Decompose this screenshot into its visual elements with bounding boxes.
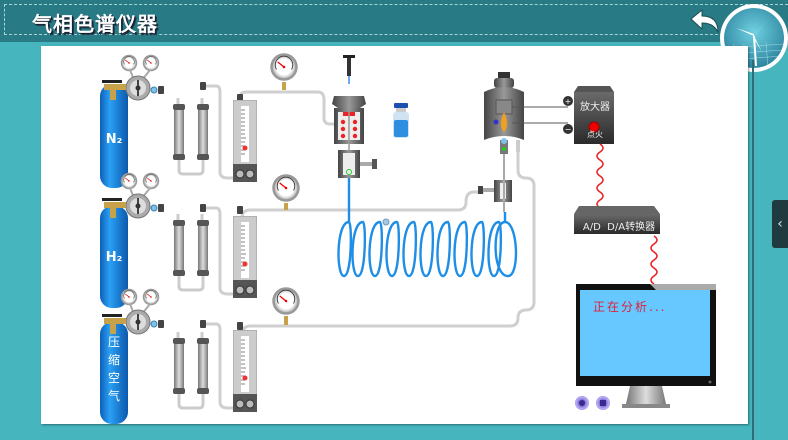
header-bar: 气相色谱仪器 (0, 0, 788, 42)
cylinder-air-label: 压缩空气 (107, 335, 120, 403)
lab-canvas: + − N₂ H₂ (41, 46, 748, 424)
record-icon (579, 400, 585, 406)
cylinder-h2-label: H₂ (105, 250, 123, 265)
header-dashed-border (4, 4, 788, 35)
dryer-tube-air (172, 332, 211, 410)
amplifier-label: 放大器 (580, 102, 610, 113)
cylinder-h2[interactable] (100, 206, 128, 308)
pressure-gauge-n2-line (269, 52, 299, 90)
stop-icon (600, 400, 606, 406)
converter-label: A/D D/A转换器 (582, 222, 656, 233)
svg-text:+: + (565, 97, 572, 106)
dryer-tube-h2 (172, 214, 211, 292)
pressure-gauge-h2-line (271, 173, 301, 210)
record-button[interactable] (575, 396, 589, 410)
injector-port[interactable] (332, 96, 377, 178)
fid-detector[interactable] (484, 72, 524, 154)
back-arrow-icon (690, 8, 719, 34)
ignite-label: 点火 (587, 130, 603, 139)
cylinder-air[interactable] (100, 322, 128, 424)
pressure-gauge-air-line (271, 286, 301, 325)
amplifier-box[interactable] (574, 86, 614, 144)
column-outlet-fitting (478, 150, 512, 212)
analysis-status-text: 正在分析... (593, 300, 667, 314)
dryer-tube-n2 (172, 98, 211, 176)
syringe-icon[interactable] (343, 55, 355, 84)
chevron-left-icon: ‹ (777, 216, 783, 232)
chromatography-column-coil (337, 178, 518, 278)
ad-da-converter-box[interactable] (574, 206, 660, 234)
back-button[interactable] (688, 8, 722, 34)
svg-text:−: − (565, 125, 572, 134)
column-joint (382, 218, 390, 226)
sample-vial[interactable] (393, 103, 409, 138)
minus-terminal-icon (563, 124, 573, 134)
side-panel-edge (752, 60, 754, 440)
flowmeter-h2[interactable] (233, 216, 257, 298)
pressure-regulator-n2[interactable] (102, 55, 164, 100)
computer-monitor[interactable] (576, 284, 716, 408)
stop-button[interactable] (596, 396, 610, 410)
page-title: 气相色谱仪器 (32, 12, 158, 36)
gc-apparatus-diagram: + − (100, 52, 716, 424)
signal-cable-2 (650, 235, 658, 285)
plus-terminal-icon (563, 96, 573, 106)
wind-turbine-logo (720, 4, 788, 72)
side-panel-toggle[interactable]: ‹ (772, 200, 788, 248)
flowmeter-air[interactable] (233, 330, 257, 412)
cylinder-n2-label: N₂ (105, 132, 123, 147)
flowmeter-n2[interactable] (233, 100, 257, 182)
ignite-button[interactable] (588, 121, 600, 133)
gas-pipes (206, 84, 536, 410)
cylinder-n2[interactable] (100, 84, 128, 188)
